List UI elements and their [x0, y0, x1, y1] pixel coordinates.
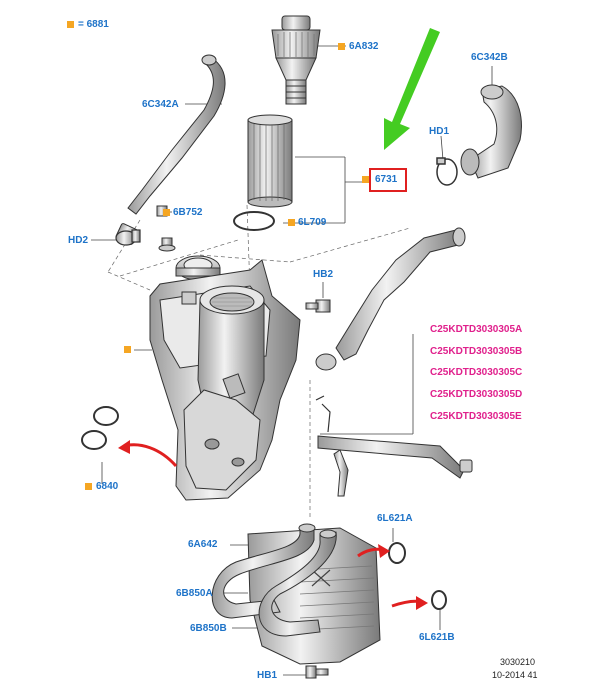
code-a: C25KDTD3030305A — [430, 324, 523, 335]
filter-o-ring — [233, 211, 275, 231]
bolt-hb1 — [305, 665, 329, 679]
oil-filter-cap — [271, 15, 321, 105]
label-6l621b: 6L621B — [419, 632, 455, 643]
highlight-box-6731 — [369, 168, 407, 192]
red-direction-arrows — [118, 440, 428, 610]
gasket-6840 — [81, 406, 119, 450]
oil-filter-element — [247, 114, 293, 208]
oil-filler-cap — [175, 255, 221, 281]
label-6b752: 6B752 — [173, 207, 203, 218]
hose-clamp-hd1 — [436, 157, 458, 186]
label-6c342b: 6C342B — [471, 52, 508, 63]
marker-square — [124, 346, 131, 353]
bolt-hb2 — [305, 299, 331, 313]
marker-square — [362, 176, 369, 183]
label-hb1: HB1 — [257, 670, 278, 681]
oil-filter-housing — [149, 259, 301, 501]
footer-date: 10-2014 41 — [492, 670, 538, 680]
code-b: C25KDTD3030305B — [430, 346, 523, 357]
label-6b850a: 6B850A — [176, 588, 213, 599]
cooler-hoses — [211, 523, 337, 637]
code-d: C25KDTD3030305D — [430, 389, 523, 400]
marker-square — [85, 483, 92, 490]
footer-ref: 3030210 — [500, 657, 536, 667]
code-e: C25KDTD3030305E — [430, 411, 522, 422]
green-highlight-arrow — [384, 28, 440, 150]
label-6l621a: 6L621A — [377, 513, 413, 524]
label-6840: 6840 — [96, 481, 119, 492]
o-ring-6l621a — [388, 542, 406, 564]
coolant-hose-b — [460, 84, 522, 179]
marker-square — [338, 43, 345, 50]
label-6l709: 6L709 — [298, 217, 327, 228]
marker-square — [288, 219, 295, 226]
breather-hose-a — [115, 54, 226, 245]
label-6a642: 6A642 — [188, 539, 218, 550]
label-6c342a: 6C342A — [142, 99, 179, 110]
label-hd1: HD1 — [429, 126, 450, 137]
label-6731: 6731 — [375, 174, 398, 185]
marker-square — [67, 21, 74, 28]
legend-6881: = 6881 — [78, 19, 109, 30]
hose-clamp-hd2 — [115, 229, 141, 246]
o-ring-6l621b — [431, 590, 447, 610]
marker-square — [163, 209, 170, 216]
oil-pipe-assembly — [315, 227, 473, 497]
label-hb2: HB2 — [313, 269, 334, 280]
pipe-wire — [315, 395, 331, 433]
label-6a832: 6A832 — [349, 41, 379, 52]
label-hd2: HD2 — [68, 235, 89, 246]
code-c: C25KDTD3030305C — [430, 367, 523, 378]
label-6b850b: 6B850B — [190, 623, 227, 634]
